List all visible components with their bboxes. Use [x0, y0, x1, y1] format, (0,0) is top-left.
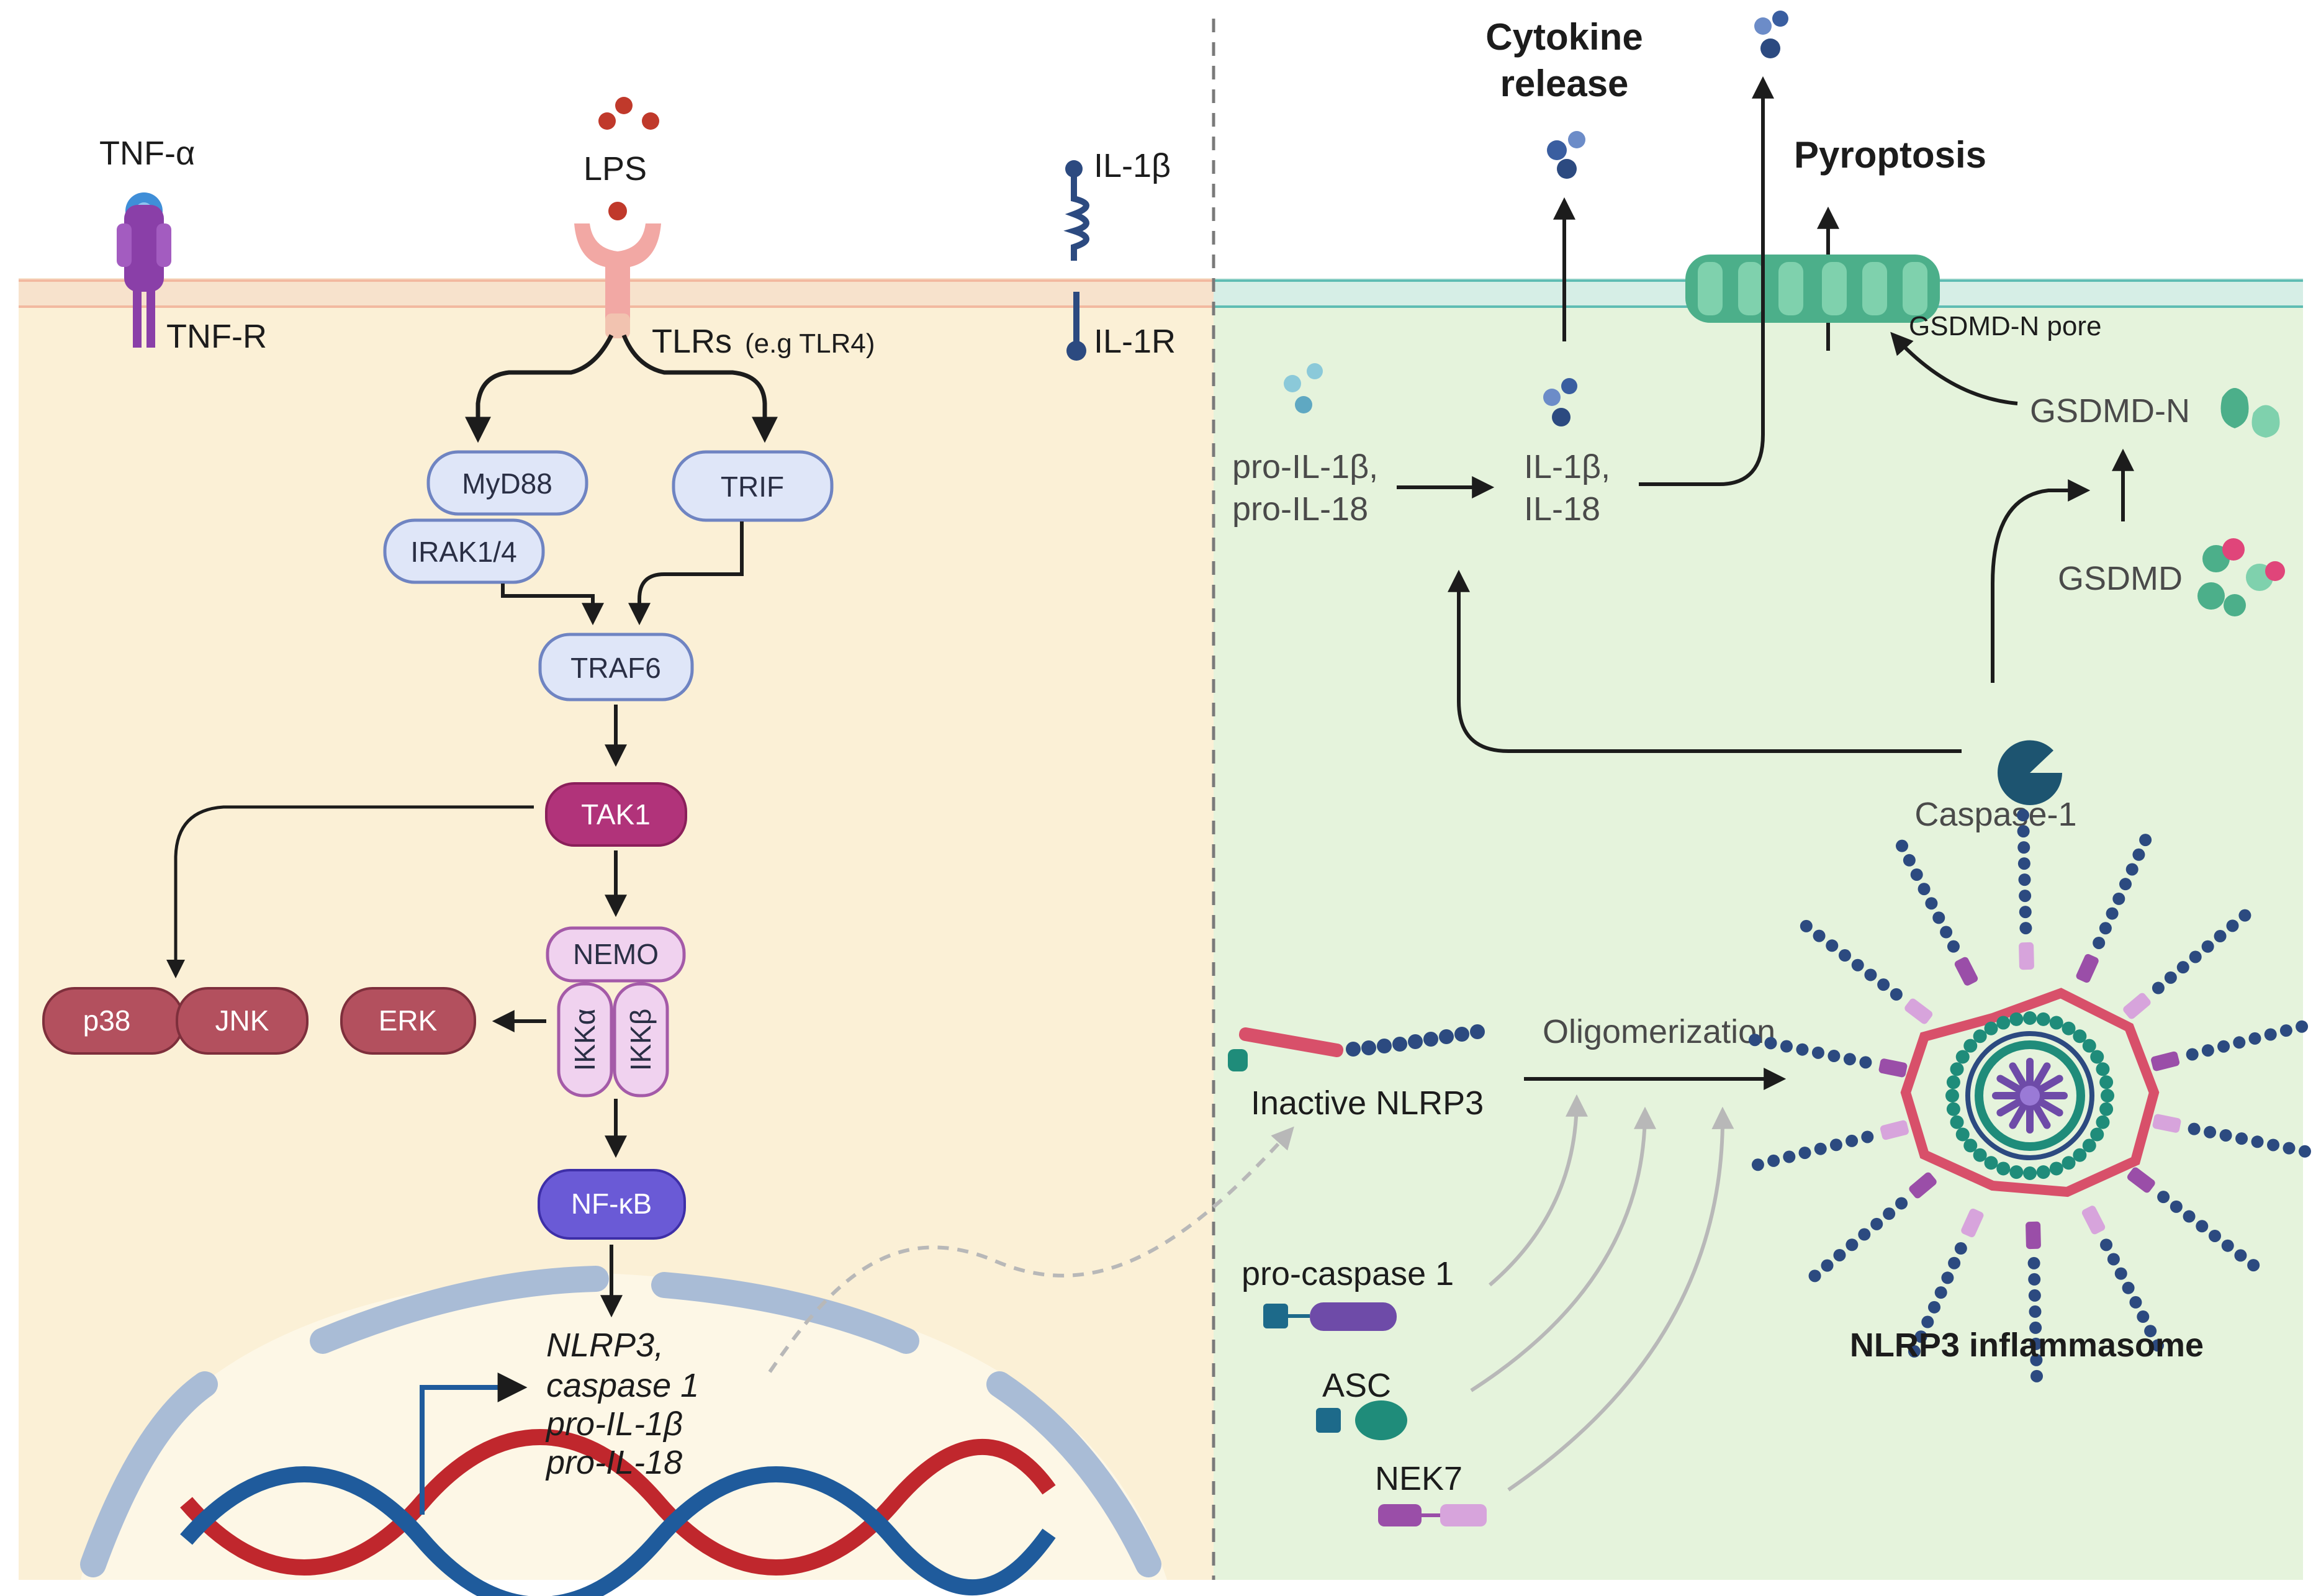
pro-cytokines-label-1: pro-IL-1β, — [1232, 448, 1378, 485]
nemo-node — [546, 926, 686, 983]
ikkb-label: IKKβ — [624, 1009, 657, 1071]
arrow-cytokines-to-release — [1639, 76, 1774, 486]
traf6-node — [538, 633, 694, 701]
tak1-node — [545, 782, 687, 847]
traf6-label: TRAF6 — [570, 652, 661, 684]
gene-caspase1: caspase 1 — [546, 1367, 699, 1404]
dna-helix — [180, 1429, 1056, 1596]
tlrs-example-label: (e.g TLR4) — [745, 328, 875, 359]
arrow-tlr-trif — [621, 334, 778, 443]
caspase1-label: Caspase-1 — [1914, 796, 2076, 833]
pro-cytokines-label-2: pro-IL-18 — [1232, 490, 1368, 528]
arrow-tak1-mapk — [166, 805, 534, 978]
pyroptosis-label: Pyroptosis — [1794, 134, 1986, 176]
caspase1-enzyme — [1997, 740, 2062, 805]
arrow-caspase1-gsdmd — [1991, 479, 2091, 683]
p38-label: p38 — [83, 1004, 131, 1037]
oligomerization-label: Oligomerization — [1543, 1013, 1775, 1050]
tnf-alpha-label: TNF-α — [99, 135, 195, 172]
gsdmd-proteins — [2197, 538, 2285, 616]
tlr-receptor — [574, 223, 661, 338]
nlrp3-inflammasome — [1749, 809, 2311, 1382]
il1b-ligand — [1063, 160, 1089, 261]
trif-node — [672, 450, 834, 522]
cytokines-label-2: IL-18 — [1524, 490, 1600, 528]
irak-node — [383, 518, 545, 584]
pro-caspase1-protein — [1263, 1302, 1397, 1331]
arrow-tlr-myd88 — [465, 334, 614, 443]
tnf-receptor — [117, 205, 171, 348]
irak-label: IRAK1/4 — [410, 536, 516, 568]
nek7-label: NEK7 — [1375, 1460, 1462, 1497]
nek7-protein — [1378, 1504, 1487, 1526]
arrow-irak-traf6 — [501, 584, 604, 626]
trif-label: TRIF — [721, 471, 784, 503]
arrow-procaspase-recruit — [1489, 1094, 1588, 1287]
transcription-arrow — [420, 1373, 528, 1515]
ikka-node — [557, 982, 613, 1098]
pro-cytokine-particles — [1284, 363, 1323, 413]
myd88-label: MyD88 — [462, 467, 552, 500]
lps-label: LPS — [584, 150, 647, 187]
ikka-label: IKKα — [569, 1009, 601, 1071]
pro-caspase1-label: pro-caspase 1 — [1242, 1255, 1454, 1292]
erk-label: ERK — [379, 1004, 438, 1037]
gsdmd-label: GSDMD — [2058, 560, 2183, 597]
mature-cytokine-particles — [1543, 378, 1577, 426]
ikkb-node — [613, 982, 669, 1098]
nfkb-label: NF-κB — [571, 1188, 652, 1220]
inflammasome-label: NLRP3 inflammasome — [1850, 1327, 2204, 1364]
myd88-node — [426, 450, 588, 516]
gsdmd-n-pore — [1685, 255, 1940, 323]
released-cytokines — [1547, 11, 1788, 179]
tnfr-label: TNF-R — [166, 318, 267, 355]
inactive-nlrp3 — [1228, 1024, 1485, 1071]
gsdmd-pore-label: GSDMD-N pore — [1909, 311, 2102, 341]
arrow-gsdmd-n-to-pore — [1890, 331, 2018, 405]
nemo-label: NEMO — [573, 938, 659, 970]
asc-protein — [1316, 1400, 1407, 1440]
arrow-trif-traf6 — [628, 521, 744, 626]
jnk-node — [176, 987, 309, 1055]
nfkb-node — [538, 1169, 686, 1240]
arrow-caspase1-pro-cytokines — [1448, 569, 1962, 753]
gsdmd-n-fragments — [2220, 388, 2280, 438]
il1r-label: IL-1R — [1094, 323, 1176, 360]
gene-pro-il1b: pro-IL-1β — [545, 1405, 683, 1443]
ikk-complex — [546, 926, 686, 1098]
gene-nlrp3: NLRP3, — [546, 1327, 664, 1364]
inactive-nlrp3-label: Inactive NLRP3 — [1251, 1084, 1484, 1122]
tlrs-label: TLRs — [652, 323, 732, 360]
arrow-asc-recruit — [1470, 1106, 1656, 1392]
cytokine-release-label-1: Cytokine — [1485, 16, 1643, 58]
cytokines-label-1: IL-1β, — [1524, 448, 1610, 485]
lps-particles — [598, 97, 659, 220]
il1-receptor — [1066, 292, 1086, 361]
il1b-label: IL-1β — [1094, 147, 1171, 184]
gsdmd-n-label: GSDMD-N — [2030, 392, 2190, 430]
erk-node — [340, 987, 476, 1055]
target-genes: NLRP3, caspase 1 pro-IL-1β pro-IL-18 — [545, 1327, 699, 1481]
jnk-label: JNK — [215, 1004, 269, 1037]
arrow-nek7-recruit — [1507, 1106, 1734, 1492]
tak1-label: TAK1 — [581, 798, 651, 831]
cytokine-release-label-2: release — [1500, 63, 1629, 104]
gene-pro-il18: pro-IL-18 — [545, 1444, 682, 1481]
asc-label: ASC — [1322, 1367, 1391, 1404]
